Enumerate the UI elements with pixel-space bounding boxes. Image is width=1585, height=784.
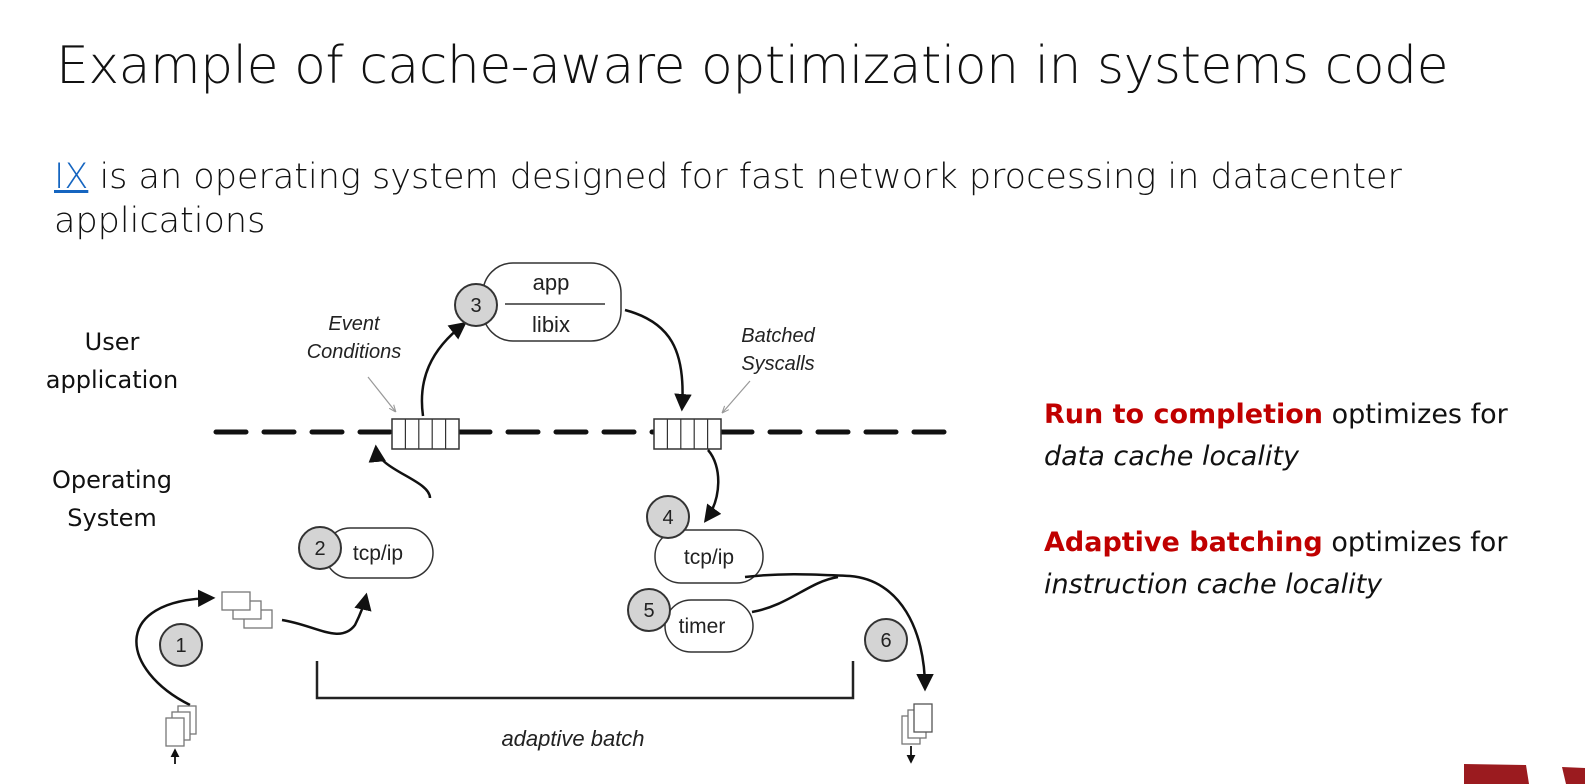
ix-link[interactable]: IX bbox=[54, 157, 89, 197]
adaptive-batch-bracket bbox=[315, 661, 855, 700]
os-label-line2: System bbox=[67, 504, 157, 532]
note-run-to-completion: Run to completion optimizes for data cac… bbox=[1044, 394, 1508, 478]
step-6-badge: 6 bbox=[864, 618, 908, 662]
step-1-badge: 1 bbox=[159, 623, 203, 667]
slide-title: Example of cache-aware optimization in s… bbox=[56, 36, 1449, 96]
event-label-line2: Conditions bbox=[307, 341, 402, 363]
tcpip-rx-box: tcp/ip bbox=[324, 527, 434, 579]
nic-packets-icon bbox=[165, 705, 197, 747]
step-3-number: 3 bbox=[470, 295, 481, 317]
batched-syscalls-queue bbox=[653, 418, 722, 450]
note-1-highlight: Run to completion bbox=[1044, 399, 1324, 430]
flow-event-to-app bbox=[420, 321, 467, 417]
tx-packets-icon bbox=[901, 703, 933, 745]
syscalls-label-line1: Batched bbox=[741, 325, 815, 347]
tcpip-rx-label: tcp/ip bbox=[353, 542, 403, 565]
note-1-rest: optimizes for bbox=[1323, 399, 1508, 430]
step-1-number: 1 bbox=[175, 635, 186, 657]
libix-label: libix bbox=[532, 312, 570, 337]
note-adaptive-batching: Adaptive batching optimizes for instruct… bbox=[1044, 522, 1507, 606]
flow-syscalls-to-tx bbox=[703, 449, 722, 523]
flow-timer-merge bbox=[751, 575, 839, 614]
note-2-highlight: Adaptive batching bbox=[1044, 527, 1323, 558]
step-2-badge: 2 bbox=[298, 526, 342, 570]
step-4-badge: 4 bbox=[646, 495, 690, 539]
user-label-line1: User bbox=[84, 328, 140, 356]
user-application-label: User application bbox=[12, 323, 212, 399]
step-5-badge: 5 bbox=[627, 588, 671, 632]
app-libix-box: app libix bbox=[482, 262, 622, 342]
tcpip-tx-box: tcp/ip bbox=[654, 529, 764, 584]
step-6-number: 6 bbox=[880, 630, 891, 652]
timer-label: timer bbox=[679, 615, 726, 638]
note-2-italic: instruction cache locality bbox=[1044, 569, 1383, 600]
flow-tx-to-out bbox=[744, 572, 934, 692]
os-label-line1: Operating bbox=[52, 466, 172, 494]
event-pointer bbox=[367, 376, 395, 411]
tcpip-tx-label: tcp/ip bbox=[684, 546, 734, 569]
intro-paragraph: IX is an operating system designed for f… bbox=[54, 155, 1454, 243]
step-5-number: 5 bbox=[643, 600, 654, 622]
syscalls-pointer bbox=[723, 380, 751, 412]
rx-ring-icon bbox=[221, 591, 273, 629]
flow-rx-to-event-queue bbox=[368, 444, 432, 499]
event-label-line1: Event bbox=[328, 313, 381, 335]
user-label-line2: application bbox=[45, 366, 179, 394]
flow-app-to-syscalls bbox=[624, 308, 692, 412]
note-2-rest: optimizes for bbox=[1322, 527, 1508, 558]
university-logo-fragment bbox=[1464, 764, 1585, 784]
step-2-number: 2 bbox=[314, 538, 325, 560]
flow-nic-to-ring bbox=[135, 589, 216, 707]
syscalls-label-line2: Syscalls bbox=[741, 353, 814, 375]
intro-text: is an operating system designed for fast… bbox=[54, 157, 1402, 241]
note-1-italic: data cache locality bbox=[1044, 441, 1299, 472]
app-label: app bbox=[533, 270, 570, 295]
flow-ring-to-rx bbox=[281, 592, 372, 635]
step-4-number: 4 bbox=[662, 507, 673, 529]
event-conditions-queue bbox=[391, 418, 460, 450]
timer-box: timer bbox=[664, 599, 754, 653]
step-3-badge: 3 bbox=[454, 283, 498, 327]
operating-system-label: Operating System bbox=[12, 461, 212, 537]
adaptive-batch-label: adaptive batch bbox=[501, 726, 644, 751]
